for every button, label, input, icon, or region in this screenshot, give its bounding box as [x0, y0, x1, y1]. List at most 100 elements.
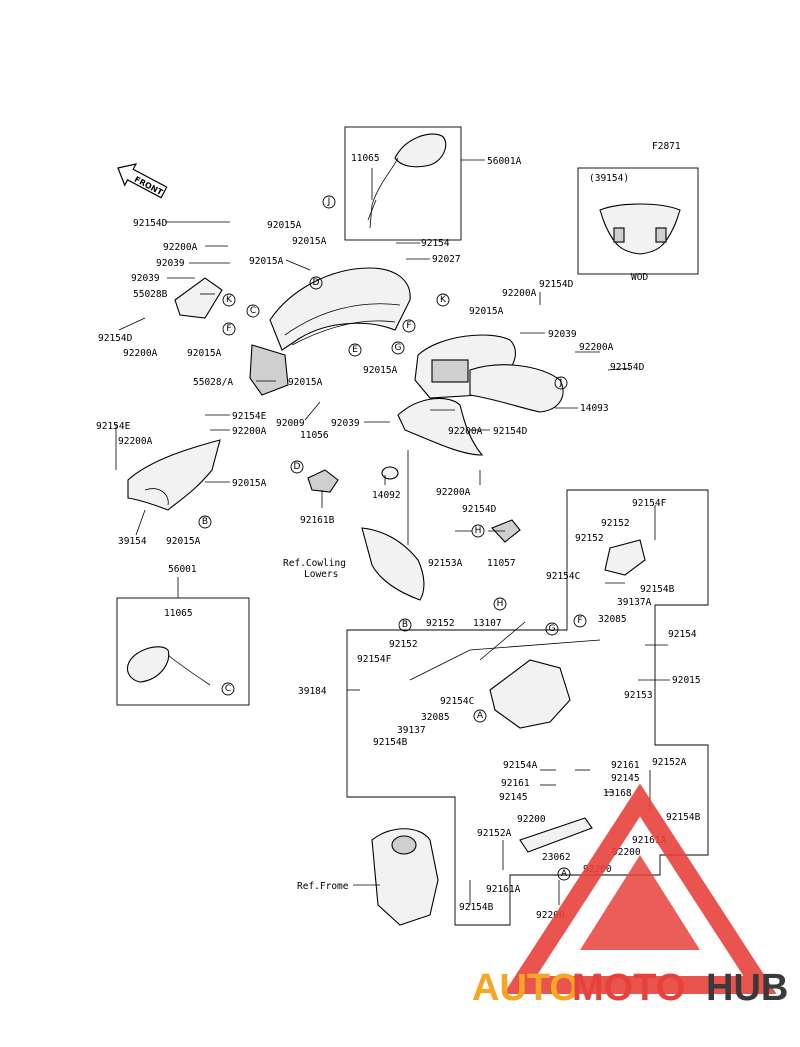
part-label: 92039: [156, 258, 185, 269]
part-label: 92153: [624, 690, 653, 701]
part-label: 92200A: [579, 342, 614, 353]
part-label: 92152A: [477, 828, 512, 839]
circle-b-stay: B: [398, 618, 412, 632]
part-label: 92154: [668, 629, 697, 640]
part-label: 92154F: [632, 498, 667, 509]
mirror-right: [367, 133, 447, 229]
watermark-triangle-icon: [503, 783, 777, 994]
part-label: 92200A: [436, 487, 471, 498]
left-air-duct: [249, 344, 289, 396]
part-label: 92015A: [292, 236, 327, 247]
part-label: 11065: [164, 608, 193, 619]
bracket-11057: [491, 519, 521, 543]
part-label: 92153A: [428, 558, 463, 569]
part-label: 56001A: [487, 156, 522, 167]
svg-text:G: G: [549, 624, 556, 634]
part-label: 39184: [298, 686, 327, 697]
part-label: 39137A: [617, 597, 652, 608]
part-label: 92200A: [502, 288, 537, 299]
part-label: 92200A: [118, 436, 153, 447]
part-label: 92015A: [363, 365, 398, 376]
circle-j-top: J: [322, 195, 336, 209]
circle-k-right: K: [436, 293, 450, 307]
part-label: 39154: [118, 536, 147, 547]
part-label: 92154B: [640, 584, 675, 595]
part-label: 92161B: [300, 515, 335, 526]
svg-text:D: D: [294, 462, 301, 472]
svg-text:F: F: [406, 321, 411, 331]
part-label: 92154E: [96, 421, 131, 432]
part-label: 92200: [612, 847, 641, 858]
part-label: 92200A: [448, 426, 483, 437]
part-label: 23062: [542, 852, 571, 863]
svg-text:A: A: [561, 869, 568, 879]
svg-text:F: F: [577, 616, 582, 626]
part-label: 92154D: [610, 362, 645, 373]
part-label: 92200: [536, 910, 565, 921]
ref-cowling-lowers-1: Ref.Cowling: [283, 558, 346, 569]
part-label: 32085: [598, 614, 627, 625]
svg-text:F: F: [226, 324, 231, 334]
circle-a-stay: A: [473, 709, 487, 723]
circle-c-mirror: C: [221, 682, 235, 696]
part-label: 11065: [351, 153, 380, 164]
stay-group-outline: [346, 489, 709, 926]
part-label: 39137: [397, 725, 426, 736]
part-label: 14093: [580, 403, 609, 414]
watermark-moto: MOTO: [572, 967, 685, 1009]
part-label: 11057: [487, 558, 516, 569]
variant-inset-footer: WOD: [631, 272, 648, 283]
part-labels: 11065 56001A 92154D 92200A 92039 92039 5…: [96, 153, 701, 921]
grommet-14092: [381, 466, 399, 480]
right-side-cowl: [469, 364, 564, 413]
leader-lines: [115, 221, 670, 905]
part-label: 14092: [372, 490, 401, 501]
svg-text:H: H: [475, 526, 482, 536]
part-label: 92152A: [652, 757, 687, 768]
part-label: 92154D: [493, 426, 528, 437]
part-label: 92154B: [666, 812, 701, 823]
part-label: 92200A: [163, 242, 198, 253]
part-label: 92152: [575, 533, 604, 544]
part-label: 92154B: [373, 737, 408, 748]
center-cowl: [397, 397, 484, 456]
circle-h-top: H: [471, 524, 485, 538]
svg-text:K: K: [440, 295, 447, 305]
svg-text:A: A: [477, 711, 484, 721]
part-label: 92027: [432, 254, 461, 265]
part-label: 92015A: [166, 536, 201, 547]
part-label: 92154C: [440, 696, 474, 707]
circle-c-top: C: [246, 304, 260, 318]
svg-text:B: B: [402, 620, 408, 630]
part-label: 92015A: [267, 220, 302, 231]
part-label: 92161A: [632, 835, 667, 846]
cowling-lower-ref: [361, 527, 425, 601]
part-label: 92154C: [546, 571, 580, 582]
part-label: 92152: [389, 639, 418, 650]
part-label: 92200A: [232, 426, 267, 437]
lower-stay-bar: [519, 817, 593, 853]
watermark-logo: AUTO MOTO HUB: [472, 783, 788, 1009]
svg-text:C: C: [225, 684, 231, 694]
part-label: 92154D: [462, 504, 497, 515]
part-label: 92161: [611, 760, 640, 771]
circle-e: E: [348, 343, 362, 357]
watermark-auto: AUTO: [472, 967, 579, 1009]
part-label: 92154D: [133, 218, 168, 229]
circle-d-top: D: [309, 276, 323, 290]
part-label: 92152: [601, 518, 630, 529]
part-label: 92154F: [357, 654, 392, 665]
part-label: 92015A: [469, 306, 504, 317]
part-label: 92145: [611, 773, 640, 784]
circle-d-lower: D: [290, 460, 304, 474]
ref-cowling-lowers-2: Lowers: [304, 569, 338, 580]
circle-g-stay: G: [545, 622, 559, 636]
part-label: 55028B: [133, 289, 168, 300]
part-label: 92039: [331, 418, 360, 429]
part-label: 13107: [473, 618, 502, 629]
svg-text:D: D: [313, 278, 320, 288]
part-label: 32085: [421, 712, 450, 723]
part-label: 92200A: [123, 348, 158, 359]
svg-text:K: K: [226, 295, 233, 305]
